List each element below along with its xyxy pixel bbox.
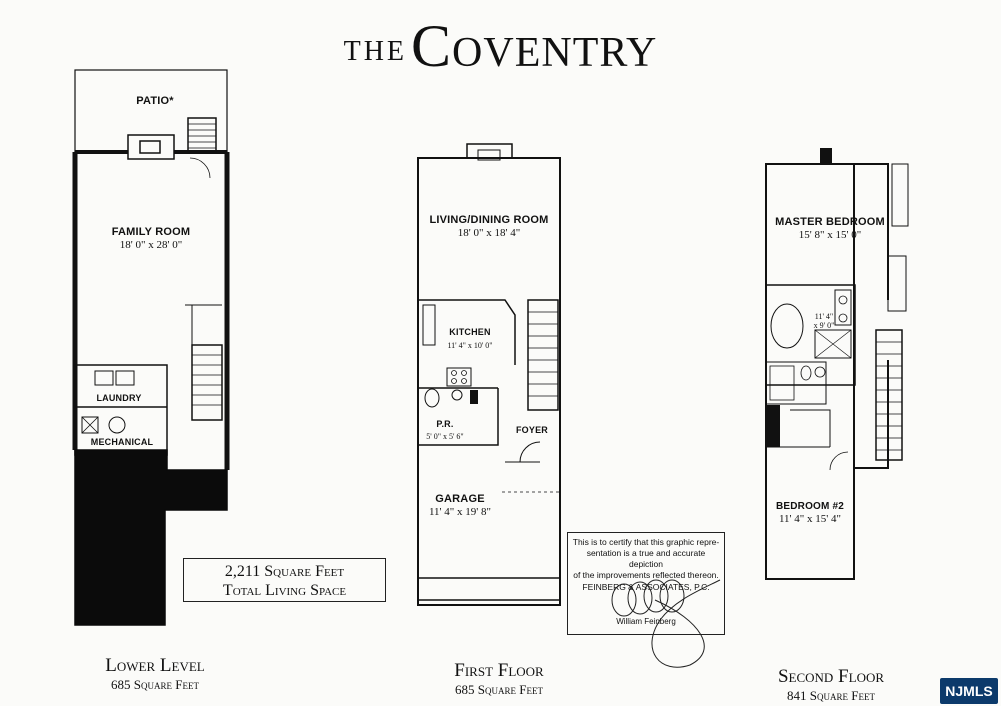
first-floor-plan (417, 143, 561, 606)
first-floor-caption: First Floor (454, 660, 544, 681)
family-room-dim: 18' 0" x 28' 0" (119, 239, 183, 251)
bedroom2-dim: 11' 4" x 15' 4" (778, 513, 842, 525)
laundry-label: LAUNDRY (96, 393, 142, 403)
master-bath-dim-b: x 9' 0" (813, 321, 835, 330)
bedroom2-label: BEDROOM #2 (775, 501, 845, 512)
plan-title: THE Coventry (0, 12, 1001, 81)
total-square-feet: 2,211 Square Feet (224, 563, 345, 580)
njmls-logo: NJMLS (940, 678, 998, 704)
lower-level-plan (72, 69, 230, 626)
powder-room-dim: 5' 0" x 5' 6" (426, 432, 464, 441)
cert-line-3: of the improvements reflected thereon. (573, 570, 719, 580)
garage-label: GARAGE (435, 493, 485, 505)
master-bedroom-label: MASTER BEDROOM (775, 216, 885, 228)
master-bedroom-dim: 15' 8" x 15' 0" (798, 229, 862, 241)
second-floor-plan (765, 148, 909, 580)
garage-dim: 11' 4" x 19' 8" (428, 506, 492, 518)
second-floor-sqft: 841 Square Feet (787, 688, 875, 703)
title-name: Coventry (411, 13, 658, 79)
living-dining-label: LIVING/DINING ROOM (429, 214, 549, 226)
kitchen-dim: 11' 4" x 10' 0" (447, 341, 493, 350)
lower-level-caption: Lower Level (105, 655, 205, 676)
lower-level-sqft: 685 Square Feet (111, 677, 199, 692)
cert-line-2: sentation is a true and accurate depicti… (586, 548, 706, 569)
total-living-space-box: 2,211 Square Feet Total Living Space (183, 558, 386, 602)
powder-room-label: P.R. (436, 419, 454, 429)
certification-stamp: This is to certify that this graphic rep… (567, 532, 725, 635)
cert-signer: William Feinberg (616, 617, 676, 626)
total-living-space-caption: Total Living Space (222, 582, 347, 599)
signature-scribble (611, 579, 721, 668)
kitchen-label: KITCHEN (449, 327, 491, 337)
living-dining-dim: 18' 0" x 18' 4" (457, 227, 521, 239)
foyer-label: FOYER (515, 425, 548, 435)
family-room-label: FAMILY ROOM (111, 226, 191, 238)
cert-line-1: This is to certify that this graphic rep… (572, 537, 720, 547)
first-floor-sqft: 685 Square Feet (455, 682, 543, 697)
title-article: THE (343, 36, 408, 67)
second-floor-caption: Second Floor (777, 666, 885, 687)
mechanical-label: MECHANICAL (90, 437, 154, 447)
cert-company: FEINBERG & ASSOCIATES, P.C. (582, 582, 710, 592)
master-bath-dim-a: 11' 4" (814, 312, 834, 321)
patio-label: PATIO* (136, 95, 174, 107)
